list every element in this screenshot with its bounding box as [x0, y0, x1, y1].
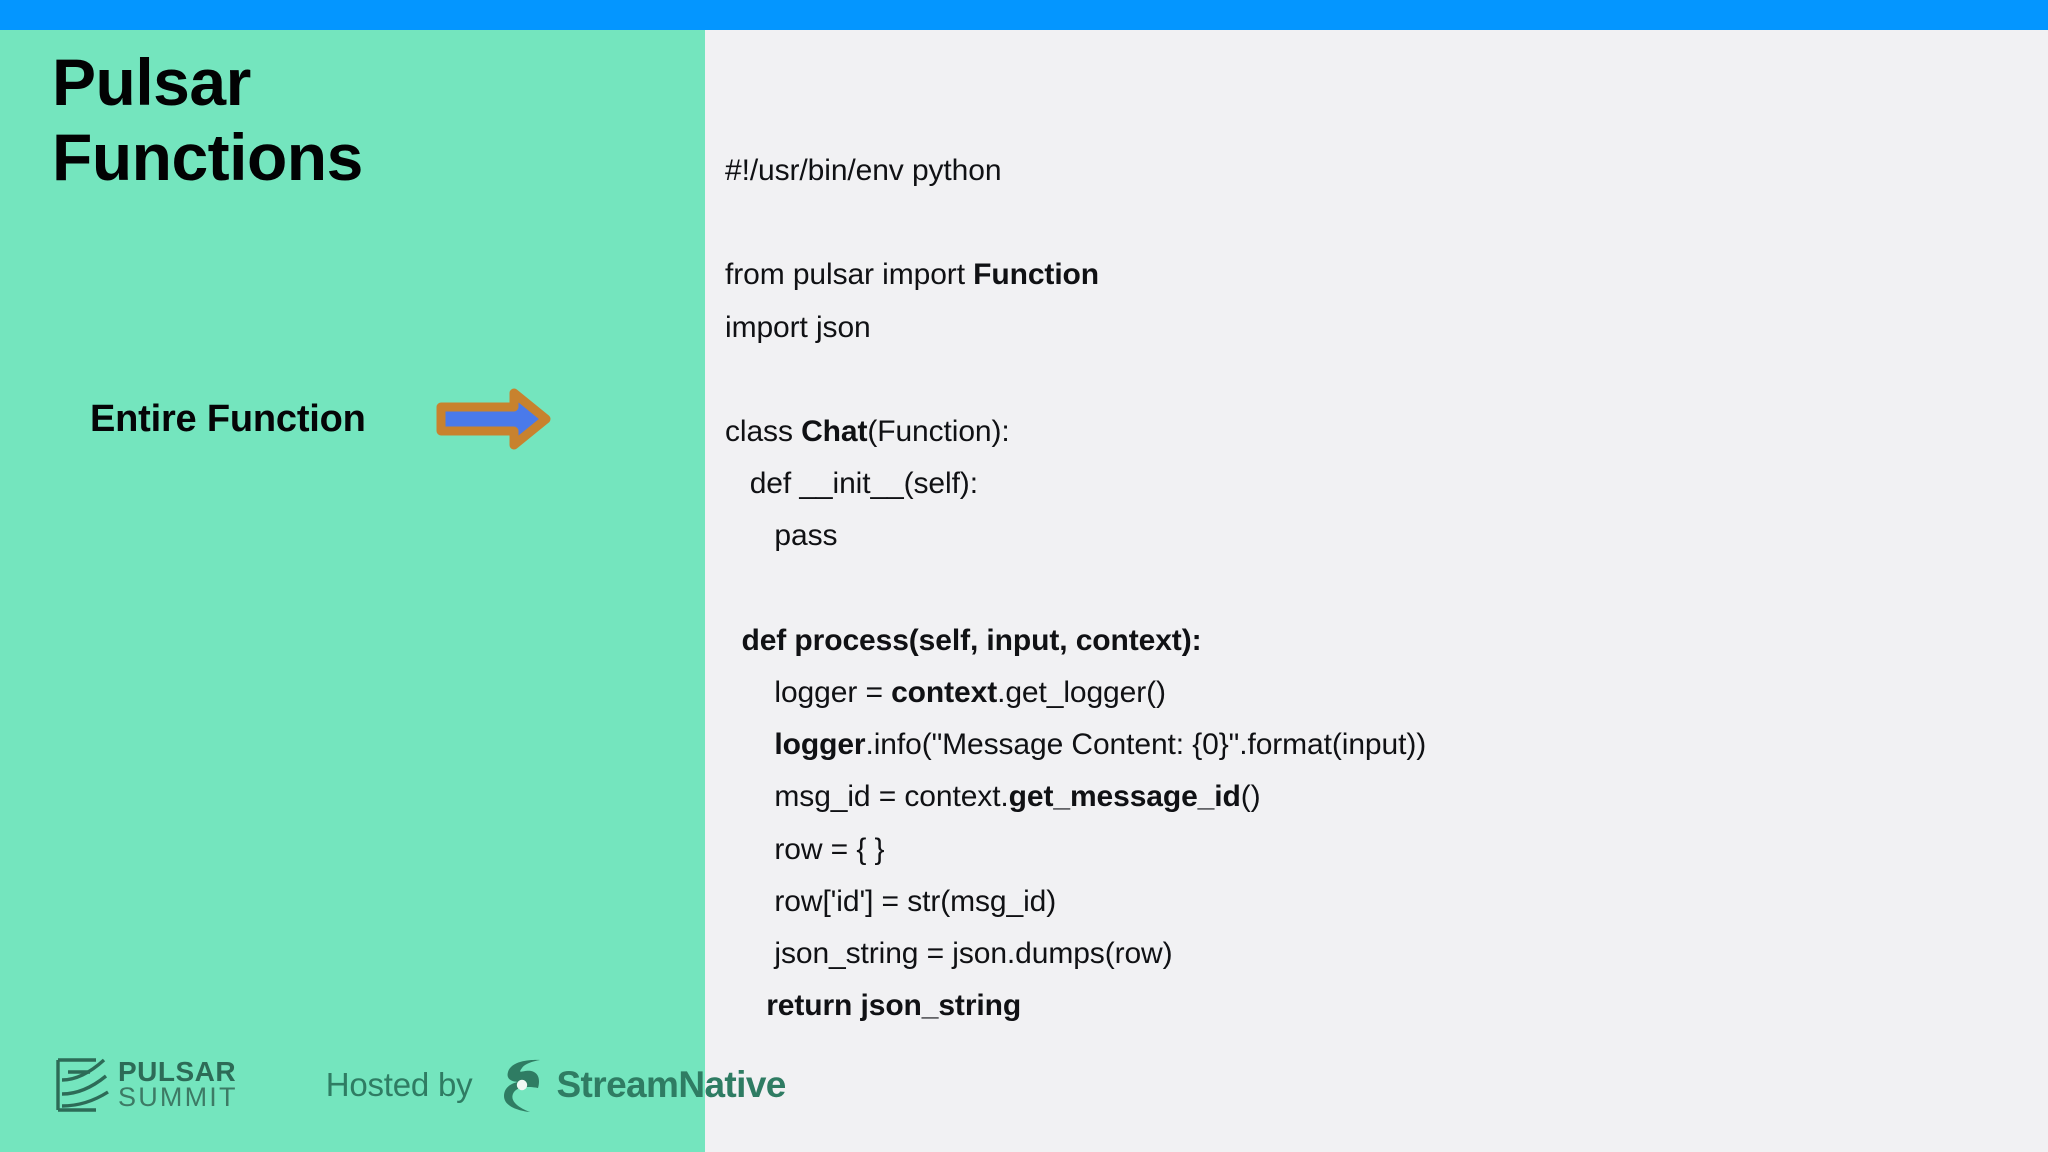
pulsar-summit-word-top: PULSAR [118, 1055, 237, 1087]
code-line: #!/usr/bin/env python [725, 154, 1002, 187]
code-text: from pulsar import [725, 258, 974, 292]
code-line: def __init__(self): [725, 467, 978, 501]
code-line [725, 563, 1426, 615]
right-arrow-icon [436, 388, 551, 450]
page-title: Pulsar Functions [52, 45, 363, 195]
code-text [725, 989, 766, 1022]
code-text-bold: Function [973, 258, 1100, 292]
code-text-bold: def process(self, input, context): [741, 623, 1202, 657]
code-text: .info("Message Content: {0}".format(inpu… [865, 728, 1427, 762]
code-text: logger = [725, 676, 892, 710]
code-line: row['id'] = str(msg_id) [725, 884, 1057, 918]
code-line: pass [725, 519, 838, 553]
hosted-by-label: Hosted by [325, 1066, 473, 1103]
code-line: json_string = json.dumps(row) [725, 937, 1173, 971]
code-text [725, 728, 774, 761]
code-line: row = { } [725, 832, 885, 866]
code-text-bold: logger [774, 728, 866, 762]
footer: PULSAR SUMMIT Hosted by StreamNative [52, 1054, 786, 1116]
code-line: return json_string [725, 980, 1426, 1032]
code-text: .get_logger() [997, 676, 1166, 710]
code-line: from pulsar import Function [725, 249, 1426, 301]
code-line: logger.info("Message Content: {0}".forma… [725, 719, 1426, 771]
code-text: () [1240, 780, 1261, 814]
code-text: (Function): [867, 415, 1010, 449]
code-text-bold: get_message_id [1008, 780, 1241, 814]
code-text-bold: return json_string [766, 989, 1022, 1023]
code-line: logger = context.get_logger() [725, 667, 1426, 719]
callout-label: Entire Function [90, 397, 366, 440]
code-line: def process(self, input, context): [725, 615, 1426, 667]
code-text [725, 624, 741, 657]
code-text: msg_id = context. [725, 780, 1009, 814]
top-accent-bar [0, 0, 2048, 30]
code-line: import json [725, 310, 871, 344]
pulsar-summit-mark-icon [52, 1054, 114, 1116]
code-text: class [725, 415, 802, 449]
streamnative-logo: StreamNative [500, 1058, 786, 1112]
pulsar-summit-word-bottom: SUMMIT [118, 1082, 238, 1113]
right-code-panel [705, 30, 2048, 1152]
callout-row: Entire Function [90, 388, 551, 450]
left-green-panel [0, 30, 705, 1152]
code-line: msg_id = context.get_message_id() [725, 771, 1426, 823]
code-listing: #!/usr/bin/env python from pulsar import… [725, 145, 1426, 1032]
code-text-bold: context [891, 676, 998, 710]
streamnative-wordmark: StreamNative [556, 1064, 786, 1105]
streamnative-leaf-icon [500, 1058, 546, 1112]
code-line [725, 354, 1426, 406]
code-line: class Chat(Function): [725, 406, 1426, 458]
pulsar-summit-wordmark: PULSAR SUMMIT [118, 1055, 238, 1113]
code-line [725, 197, 1426, 249]
pulsar-summit-logo: PULSAR SUMMIT [52, 1054, 238, 1116]
code-text-bold: Chat [801, 415, 868, 449]
